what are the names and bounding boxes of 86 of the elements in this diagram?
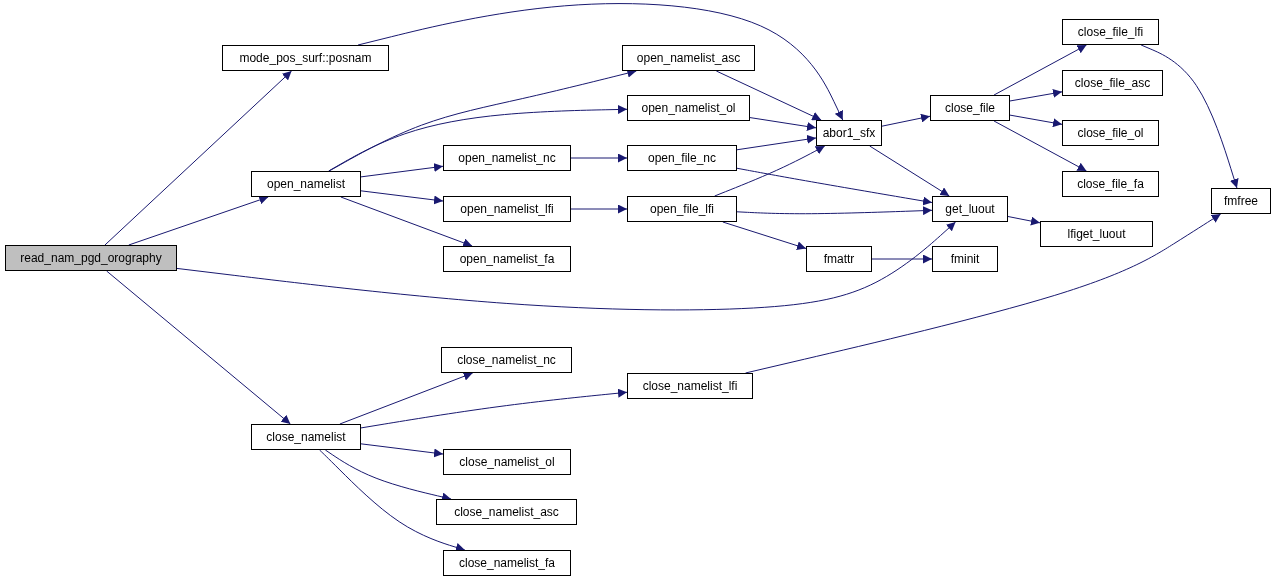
function-box (1062, 171, 1159, 197)
function-name: close_file_ol (1077, 126, 1144, 140)
arrow (128, 195, 269, 246)
arrow (328, 105, 628, 172)
function-box (930, 95, 1010, 121)
function-box (443, 196, 571, 222)
arrow (1007, 216, 1041, 226)
arrow (749, 117, 817, 131)
function-name: fminit (950, 252, 980, 266)
arrow (357, 3, 844, 121)
function-name: open_namelist_nc (458, 151, 556, 165)
arrow (736, 206, 933, 216)
arrow (745, 213, 1222, 374)
arrow (736, 134, 817, 151)
arrow (993, 120, 1087, 172)
function-name: close_namelist_nc (457, 353, 556, 367)
function-name: open_namelist_lfi (460, 202, 554, 216)
function-name: open_namelist_ol (641, 101, 736, 115)
function-box (816, 120, 882, 146)
function-name: open_file_lfi (649, 202, 715, 216)
arrow (339, 372, 474, 425)
arrow (340, 196, 473, 248)
arrow (869, 145, 950, 197)
arrow (722, 221, 807, 251)
function-name: lfiget_luout (1067, 227, 1126, 241)
arrow (360, 162, 444, 178)
function-box (251, 424, 361, 450)
function-box (251, 171, 361, 197)
function-box (622, 45, 755, 71)
function-name: close_namelist_ol (459, 455, 555, 469)
function-box (222, 45, 389, 71)
function-box (436, 499, 577, 525)
arrow (570, 204, 628, 214)
function-box (1062, 120, 1159, 146)
function-box (5, 245, 177, 271)
arrow (1140, 44, 1239, 189)
function-box (932, 196, 1008, 222)
function-name: open_namelist (266, 177, 346, 191)
function-box (627, 373, 753, 399)
arrow (715, 70, 822, 121)
function-name: open_namelist_asc (636, 51, 741, 65)
arrow (1009, 89, 1063, 102)
arrow (360, 190, 444, 205)
function-box (1062, 70, 1163, 96)
function-box (441, 347, 572, 373)
function-name: abor1_sfx (822, 126, 876, 140)
function-box (443, 145, 571, 171)
arrow (319, 449, 466, 552)
function-name: open_namelist_fa (459, 252, 555, 266)
function-name: close_file_lfi (1077, 25, 1144, 39)
arrow (360, 388, 628, 429)
function-box (627, 145, 737, 171)
function-box (1062, 19, 1159, 45)
function-box (932, 246, 998, 272)
function-name: get_luout (945, 202, 995, 216)
function-name: close_namelist_lfi (642, 379, 738, 393)
function-name: close_file_fa (1077, 177, 1144, 191)
function-box (1211, 188, 1271, 214)
arrow (570, 153, 628, 163)
function-name: mode_pos_surf::posnam (239, 51, 372, 65)
arrow (736, 167, 933, 206)
function-name: read_nam_pgd_orography (20, 251, 162, 265)
function-name: fmfree (1224, 194, 1258, 208)
function-name: open_file_nc (647, 151, 717, 165)
function-box (627, 196, 737, 222)
function-box (1040, 221, 1153, 247)
function-name: fmattr (823, 252, 855, 266)
arrow (360, 443, 444, 458)
function-box (627, 95, 750, 121)
function-name: close_file (945, 101, 995, 115)
function-name: close_namelist (266, 430, 346, 444)
arrow (106, 270, 291, 425)
function-name: close_namelist_fa (458, 556, 556, 570)
function-box (443, 246, 571, 272)
function-box (443, 550, 571, 576)
arrow (176, 221, 957, 311)
arrow (993, 44, 1087, 96)
function-box (806, 246, 872, 272)
arrow (714, 145, 826, 197)
function-name: close_file_asc (1074, 76, 1151, 90)
function-name: close_namelist_asc (454, 505, 559, 519)
function-box (443, 449, 571, 475)
arrow (104, 70, 293, 246)
arrow (881, 113, 931, 127)
arrow (1009, 114, 1063, 128)
arrow (871, 254, 933, 264)
